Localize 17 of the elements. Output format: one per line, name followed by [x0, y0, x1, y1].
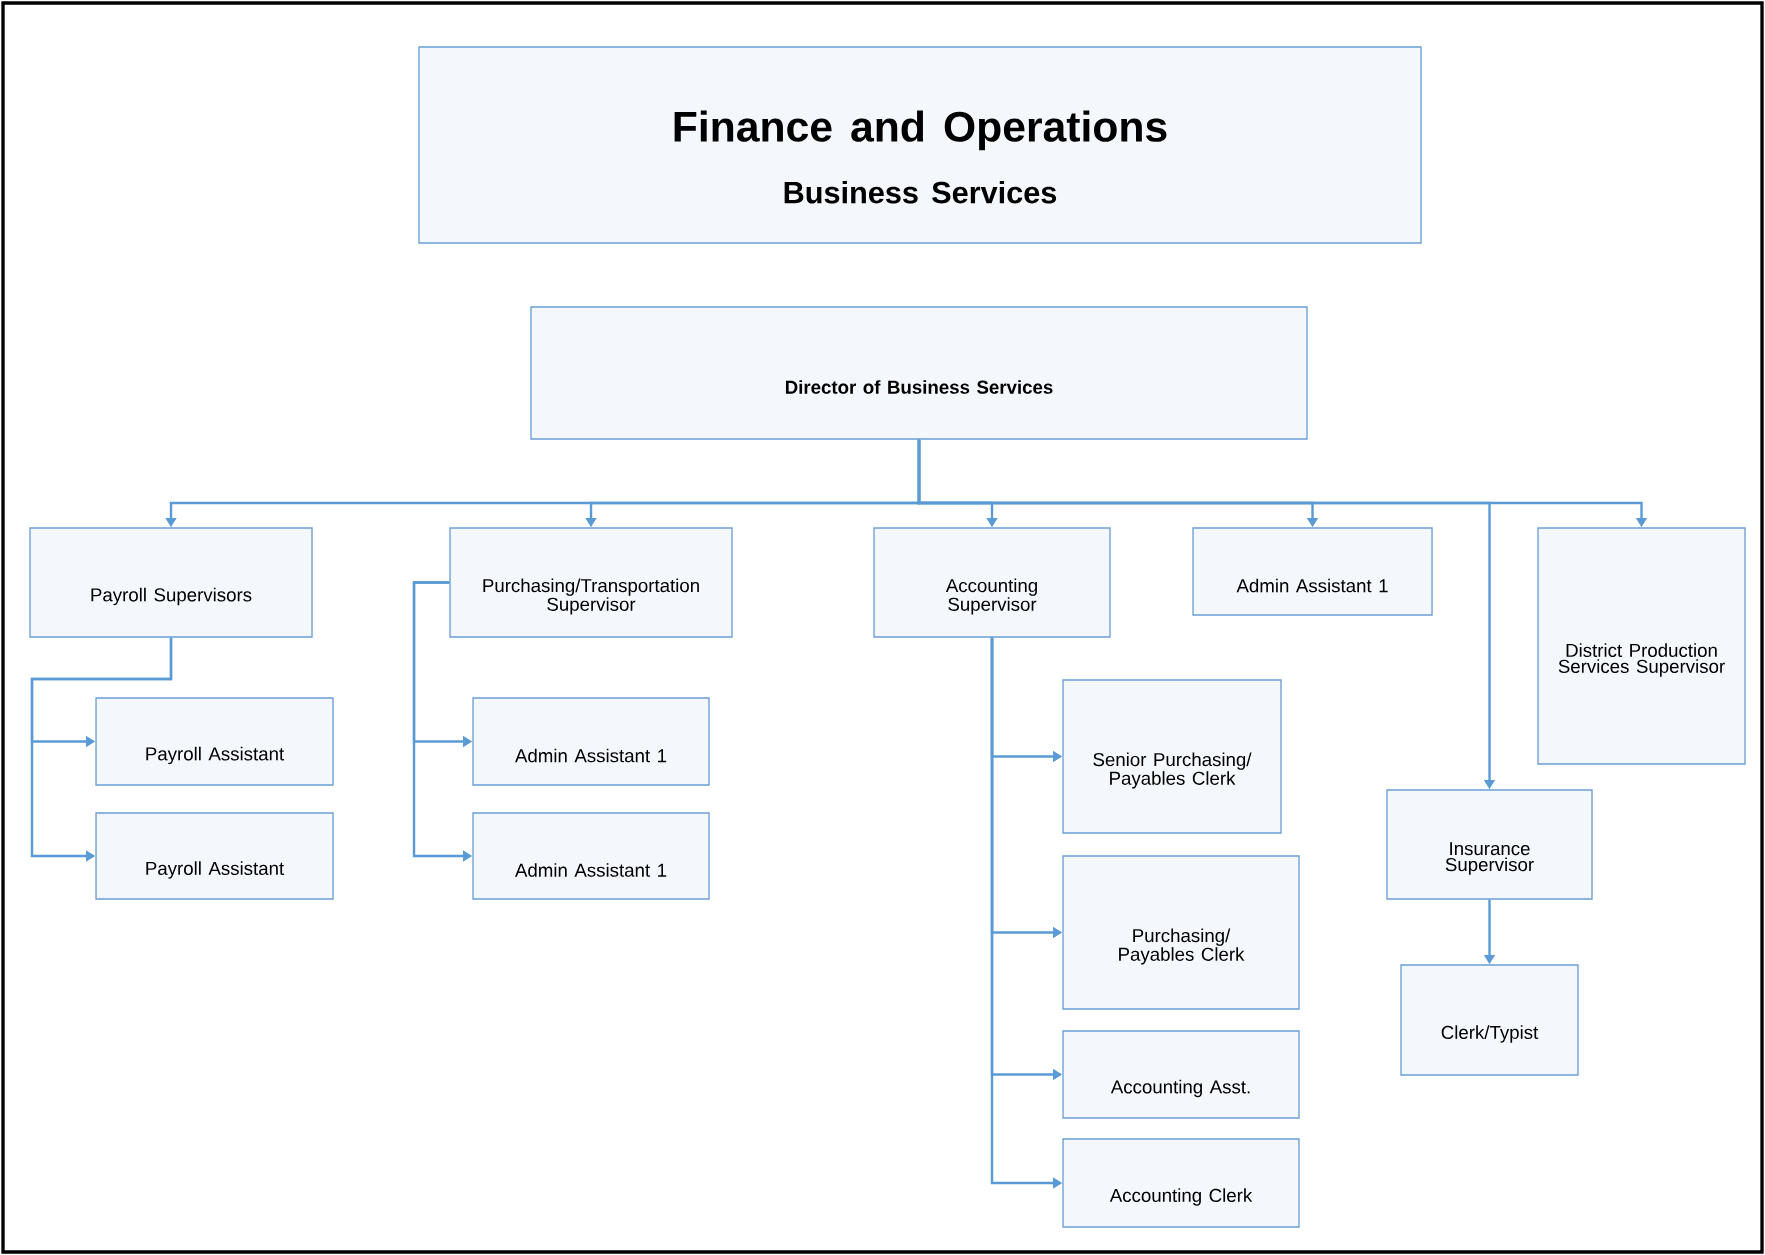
role-box: Accounting Asst.	[1062, 1030, 1300, 1119]
title-box: Finance and Operations Business Services	[418, 46, 1422, 244]
role-box: Payroll Assistant	[95, 697, 334, 786]
role-box: Insurance Supervisor	[1386, 789, 1593, 900]
role-box: Payroll Supervisors	[29, 527, 313, 638]
role-box: Accounting Clerk	[1062, 1138, 1300, 1228]
role-box: Purchasing/Transportation Supervisor	[449, 527, 733, 638]
role-box: Admin Assistant 1	[472, 697, 710, 786]
role-box: District Production Services Supervisor	[1537, 527, 1746, 765]
role-box: Senior Purchasing/ Payables Clerk	[1062, 679, 1282, 834]
role-box: Director of Business Services	[530, 306, 1308, 440]
role-box: Payroll Assistant	[95, 812, 334, 900]
role-box: Accounting Supervisor	[873, 527, 1111, 638]
role-box: Admin Assistant 1	[1192, 527, 1433, 616]
role-box: Admin Assistant 1	[472, 812, 710, 900]
role-box: Clerk/Typist	[1400, 964, 1579, 1076]
role-box: Purchasing/ Payables Clerk	[1062, 855, 1300, 1010]
